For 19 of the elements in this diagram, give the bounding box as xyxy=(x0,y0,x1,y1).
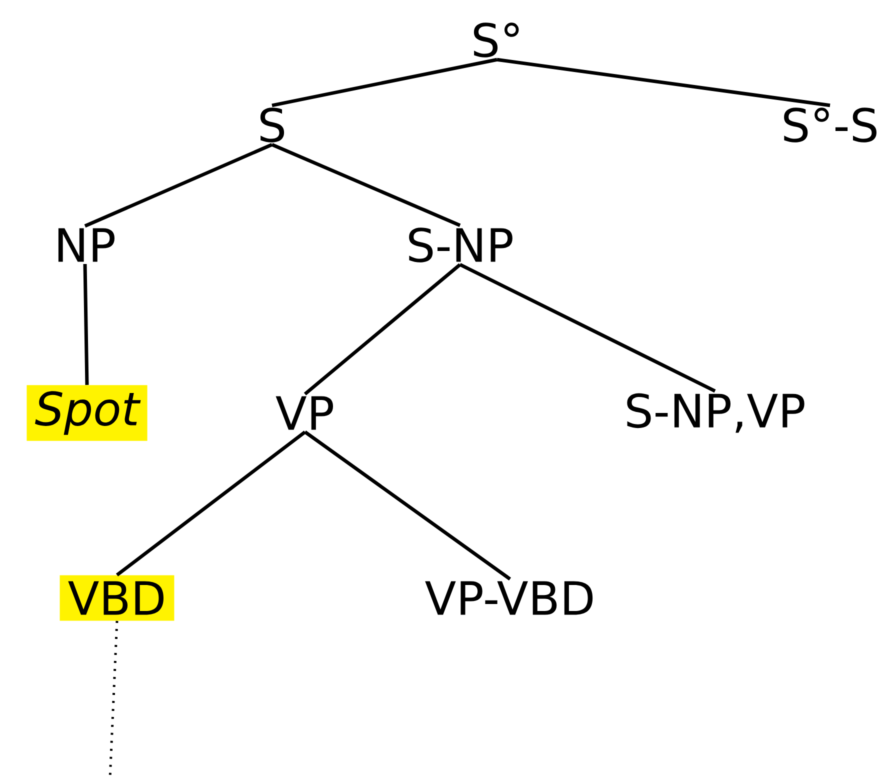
tree-label: S-NP,VP xyxy=(627,393,804,433)
tree-label: S° xyxy=(474,22,519,58)
tree-branch xyxy=(304,430,512,580)
tree-branch xyxy=(272,58,498,108)
tree-branch xyxy=(83,264,89,385)
tree-branch xyxy=(496,58,830,108)
tree-branch xyxy=(304,263,462,396)
highlighted-tree-label: VBD xyxy=(60,575,174,621)
tree-label: S-NP xyxy=(409,228,512,262)
tree-label: S xyxy=(260,108,284,142)
tree-branch xyxy=(84,143,273,228)
tree-label: NP xyxy=(58,228,114,262)
highlighted-tree-label: Spot xyxy=(26,385,148,441)
tree-branch xyxy=(271,143,461,228)
tree-branch xyxy=(116,430,306,576)
tree-label: S°-S xyxy=(784,108,876,142)
tree-label: VP xyxy=(276,396,334,430)
tree-label: VP-VBD xyxy=(425,581,593,615)
tree-branch xyxy=(459,263,716,393)
